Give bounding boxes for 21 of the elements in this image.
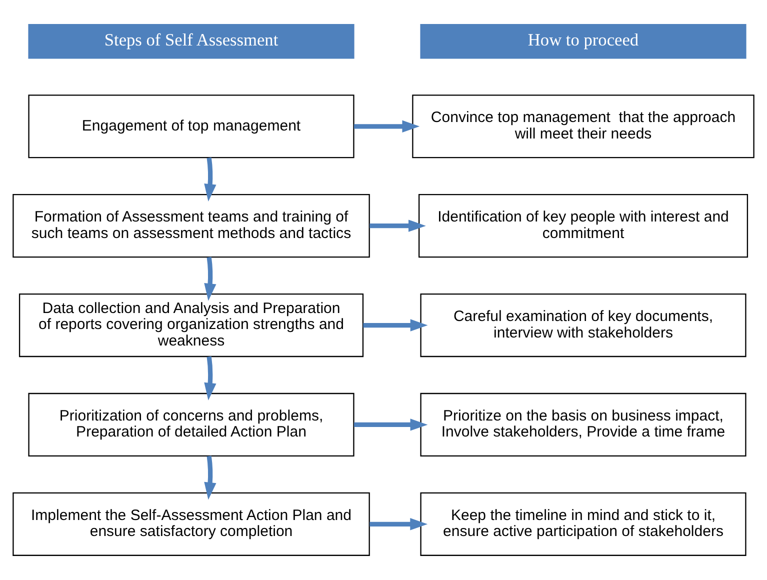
node-box: How to proceed	[420, 24, 746, 59]
node-box: Identification of key people with interest and commitment	[418, 194, 748, 258]
arrow	[204, 456, 216, 500]
node-box: Data collection and Analysis and Preparation of reports covering organization strengths and weakness	[18, 293, 364, 358]
arrow	[354, 120, 420, 132]
node-box: Convince top management that the approach will meet their needs	[412, 94, 754, 158]
node-box: Keep the timeline in mind and stick to it, ensure active participation of stakeholders	[420, 492, 746, 556]
node-box: Steps of Self Assessment	[28, 24, 354, 59]
arrow	[204, 256, 216, 301]
arrow	[370, 518, 428, 530]
node-box: Prioritization of concerns and problems, Preparation of detailed Action Plan	[28, 392, 354, 456]
node-box: Implement the Self-Assessment Action Plan and ensure satisfactory completion	[12, 492, 370, 556]
arrow	[204, 157, 216, 202]
arrow	[354, 418, 428, 431]
node-box: Formation of Assessment teams and training of such teams on assessment methods and tactics	[12, 194, 370, 258]
node-box: Careful examination of key documents, interview with stakeholders	[420, 293, 746, 358]
arrow	[363, 319, 428, 332]
arrow	[370, 220, 426, 232]
node-box: Prioritize on the basis on business impact, Involve stakeholders, Provide a time frame	[420, 392, 746, 456]
arrow	[204, 356, 216, 400]
node-box: Engagement of top management	[28, 94, 354, 158]
